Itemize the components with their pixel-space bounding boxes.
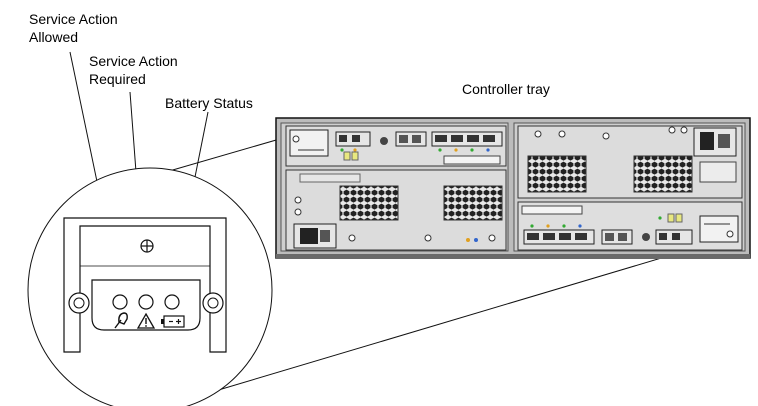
zoom-line-top [151,135,291,177]
led-service-required [138,294,154,310]
power-fan-canister-b [517,125,743,199]
label-service-action-required: Service Action Required [89,52,178,88]
label-battery-status: Battery Status [165,94,253,112]
label-line: Service Action [29,11,118,27]
vent-right [633,155,693,193]
warning-triangle-icon [136,312,156,329]
label-line: Battery Status [165,95,253,111]
zoom-detail [27,167,273,406]
label-service-action-allowed: Service Action Allowed [29,10,118,46]
vent-right [443,185,503,221]
screw-icon [140,239,154,253]
label-controller-tray: Controller tray [462,80,550,98]
chassis-base [276,254,750,259]
battery-led-bracket [289,129,329,157]
vent-left [527,155,587,193]
thumbscrew-right [202,292,224,314]
power-fan-canister-a [285,169,507,251]
vent-left [339,185,399,221]
label-line: Controller tray [462,81,550,97]
label-line: Required [89,71,146,87]
hand-wrench-icon [114,312,128,329]
controller-canister-b [517,201,743,251]
label-line: Service Action [89,53,178,69]
battery-led-bracket-b [699,215,739,243]
led-service-allowed [112,294,128,310]
battery-icon [161,315,185,328]
label-line: Allowed [29,29,79,45]
led-battery-status [164,294,180,310]
controller-tray [275,117,751,259]
thumbscrew-left [68,292,90,314]
zoom-line-bottom [194,241,716,398]
controller-canister-a [285,125,507,167]
